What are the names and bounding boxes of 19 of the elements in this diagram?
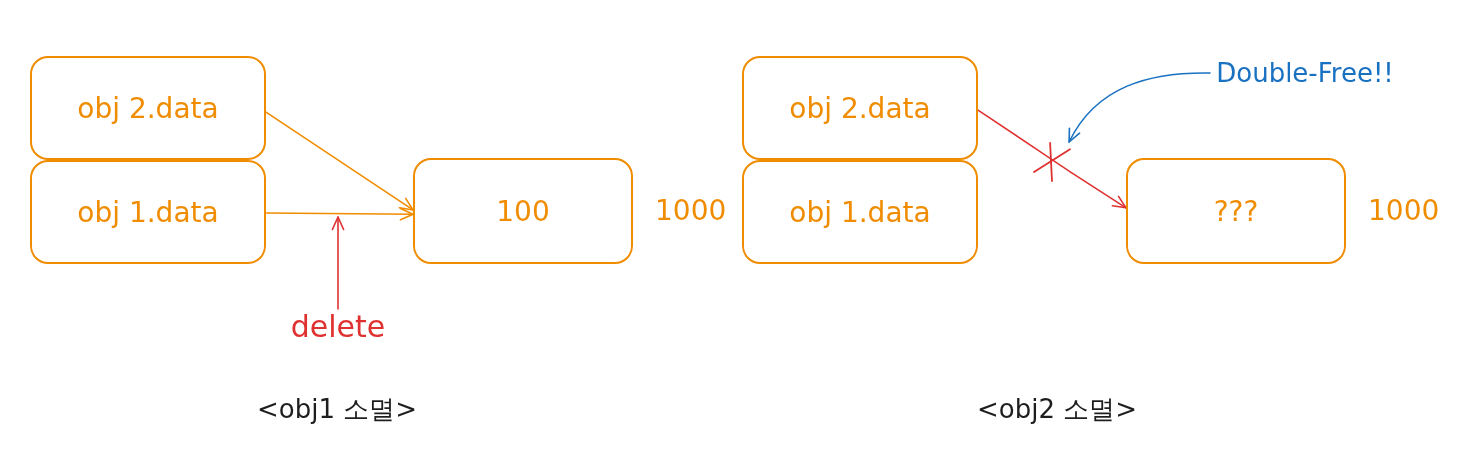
cross-mark bbox=[1033, 142, 1071, 182]
annotation-text: Double-Free!! bbox=[1210, 55, 1400, 91]
memory-box: ??? bbox=[1126, 158, 1346, 264]
curved-arrow bbox=[1068, 72, 1211, 143]
arrow bbox=[331, 216, 345, 310]
caption-text: <obj1 소멸> bbox=[257, 394, 417, 426]
arrow bbox=[265, 207, 414, 221]
memory-box: obj 1.data bbox=[742, 160, 978, 264]
value-label: 1000 bbox=[655, 194, 727, 228]
memory-box: obj 1.data bbox=[30, 160, 266, 264]
caption-text: <obj2 소멸> bbox=[977, 394, 1137, 426]
connector-line bbox=[977, 109, 1034, 148]
memory-box: 100 bbox=[413, 158, 633, 264]
memory-box: obj 2.data bbox=[742, 56, 978, 160]
arrow bbox=[265, 111, 414, 211]
annotation-text: delete bbox=[288, 309, 388, 345]
memory-box: obj 2.data bbox=[30, 56, 266, 160]
value-label: 1000 bbox=[1368, 194, 1440, 228]
arrow bbox=[1070, 171, 1127, 209]
